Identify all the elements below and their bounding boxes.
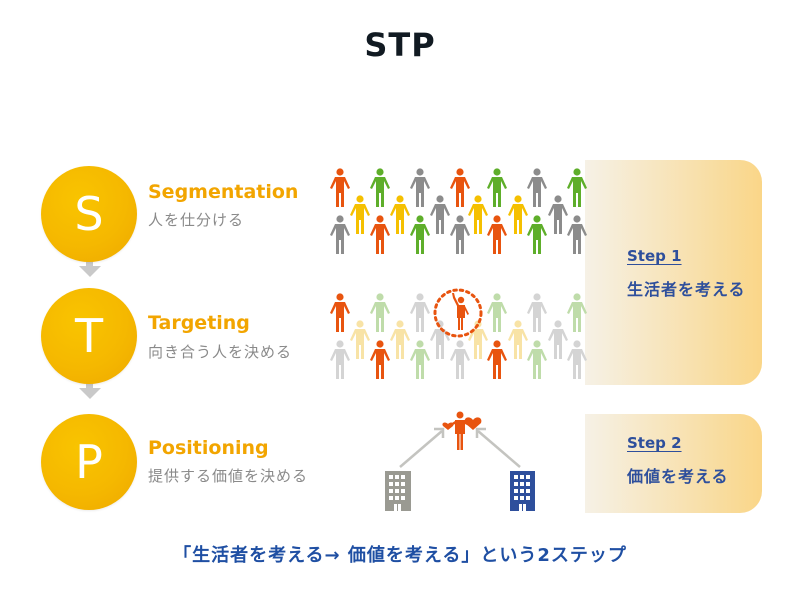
person-icon bbox=[547, 320, 569, 364]
step-label-positioning: Positioning bbox=[148, 437, 269, 459]
person-icon bbox=[566, 215, 588, 259]
person-icon bbox=[449, 215, 471, 259]
person-icon bbox=[486, 215, 508, 259]
person-icon bbox=[526, 340, 548, 384]
person-icon bbox=[409, 215, 431, 259]
person-icon bbox=[566, 340, 588, 384]
step-1-box: Step 1 生活者を考える bbox=[585, 160, 762, 385]
arrow-down-icon bbox=[79, 388, 101, 399]
segmentation-people-group bbox=[328, 158, 593, 258]
building-gray-icon bbox=[385, 471, 411, 511]
person-icon bbox=[409, 168, 431, 212]
arrow-down-icon bbox=[79, 266, 101, 277]
person-icon bbox=[409, 340, 431, 384]
person-icon bbox=[369, 340, 391, 384]
person-icon bbox=[467, 195, 489, 239]
step-1-desc: 生活者を考える bbox=[627, 280, 746, 299]
summary-caption: 「生活者を考える→ 価値を考える」という2ステップ bbox=[173, 545, 627, 566]
step-desc-segmentation: 人を仕分ける bbox=[148, 211, 245, 229]
person-icon bbox=[329, 168, 351, 212]
person-icon bbox=[507, 320, 529, 364]
person-icon bbox=[329, 293, 351, 337]
person-icon bbox=[369, 168, 391, 212]
step-circle-p: P bbox=[41, 414, 137, 510]
step-desc-targeting: 向き合う人を決める bbox=[148, 343, 293, 361]
step-circle-t: T bbox=[41, 288, 137, 384]
person-icon bbox=[329, 215, 351, 259]
person-icon bbox=[526, 293, 548, 337]
person-icon bbox=[449, 168, 471, 212]
building-blue-icon bbox=[510, 471, 535, 511]
person-icon bbox=[409, 293, 431, 337]
targeted-person-icon bbox=[433, 288, 483, 338]
step-desc-positioning: 提供する価値を決める bbox=[148, 467, 309, 485]
person-icon bbox=[449, 340, 471, 384]
step-label-targeting: Targeting bbox=[148, 312, 250, 334]
step-2-title: Step 2 bbox=[627, 434, 682, 452]
person-icon bbox=[547, 195, 569, 239]
step-2-desc: 価値を考える bbox=[627, 467, 729, 486]
step-1-title: Step 1 bbox=[627, 247, 682, 265]
step-circle-s: S bbox=[41, 166, 137, 262]
person-icon bbox=[369, 293, 391, 337]
person-icon bbox=[566, 168, 588, 212]
person-icon bbox=[566, 293, 588, 337]
person-icon bbox=[526, 168, 548, 212]
person-icon bbox=[486, 340, 508, 384]
person-icon bbox=[329, 340, 351, 384]
targeting-people-group bbox=[328, 283, 593, 383]
person-icon bbox=[369, 215, 391, 259]
person-icon bbox=[486, 293, 508, 337]
person-icon bbox=[429, 195, 451, 239]
person-icon bbox=[349, 320, 371, 364]
positioning-illustration bbox=[385, 411, 535, 511]
step-2-box: Step 2 価値を考える bbox=[585, 414, 762, 513]
person-icon bbox=[526, 215, 548, 259]
person-icon bbox=[486, 168, 508, 212]
person-icon bbox=[389, 320, 411, 364]
person-icon bbox=[507, 195, 529, 239]
step-label-segmentation: Segmentation bbox=[148, 181, 299, 203]
person-icon bbox=[349, 195, 371, 239]
person-icon bbox=[389, 195, 411, 239]
page-title: STP bbox=[364, 26, 436, 64]
